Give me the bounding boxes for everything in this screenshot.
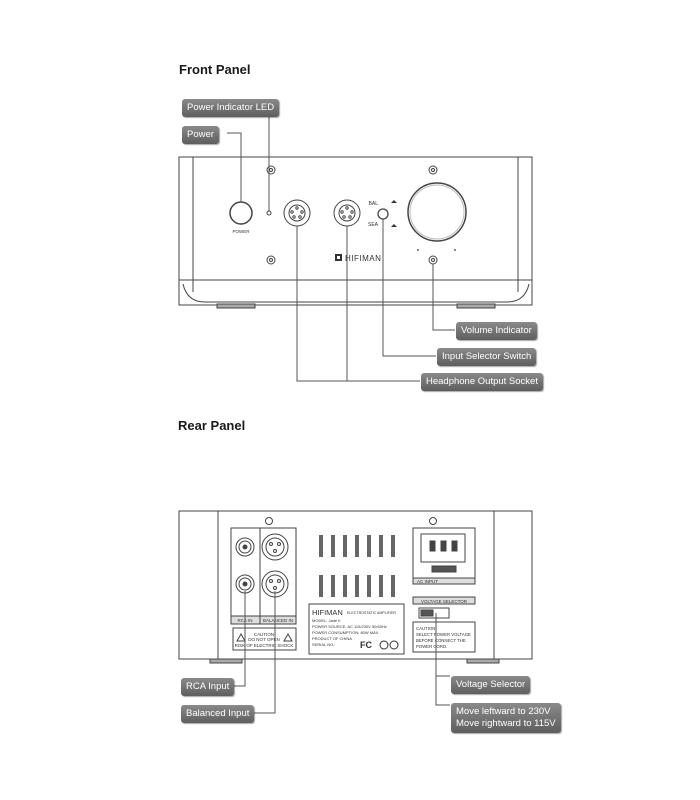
svg-text:FC: FC: [360, 640, 372, 650]
rating-label: [308, 603, 405, 655]
callout-voltage-selector: Voltage Selector: [451, 676, 531, 694]
caution2-line2: BEFORE CONNECT THE: [416, 638, 466, 643]
serial-label: SERIAL NO.:: [312, 642, 335, 647]
callout-input-selector-switch: Input Selector Switch: [437, 348, 537, 366]
origin-label: PRODUCT OF CHINA: [312, 636, 352, 641]
caution-box: [232, 627, 297, 651]
callout-headphone-output-socket: Headphone Output Socket: [421, 373, 543, 391]
voltage-instruction-230: Move leftward to 230V: [456, 706, 551, 717]
power-label: POWER: [232, 229, 250, 234]
bal-label: BAL: [369, 201, 379, 207]
caution-line1: DO NOT OPEN: [248, 637, 279, 642]
callout-power: Power: [182, 126, 219, 144]
callout-balanced-input: Balanced Input: [181, 705, 255, 723]
ac-input-label: AC INPUT: [417, 579, 438, 584]
front-device: [178, 156, 533, 309]
vent-slots: [319, 535, 395, 597]
rear-panel-heading: Rear Panel: [178, 418, 246, 433]
front-brand: HIFIMAN: [345, 254, 381, 263]
balanced-block: [259, 517, 297, 625]
caution-title: CAUTION: [254, 632, 274, 637]
model-label: MODEL: Jade II: [312, 618, 340, 623]
callout-volume-indicator: Volume Indicator: [456, 322, 537, 340]
input-selector-switch: [377, 208, 389, 220]
cert-marks: FC: [360, 640, 399, 650]
rear-brand: HIFIMAN: [312, 608, 343, 617]
caution2-line3: POWER CORD.: [416, 644, 447, 649]
voltage-instruction-115: Move rightward to 115V: [456, 718, 556, 729]
volume-knob: [407, 182, 467, 242]
callout-rca-input: RCA Input: [181, 678, 235, 696]
power-source-label: POWER SOURCE: AC 115/230V 50/60Hz: [312, 624, 387, 629]
callout-voltage-instructions: Move leftward to 230V Move rightward to …: [451, 703, 561, 733]
balanced-in-label: BALANCED IN: [263, 618, 293, 623]
voltage-selector-label: VOLTAGE SELECTOR: [421, 599, 468, 604]
sea-label: SEA: [368, 222, 379, 228]
front-panel-heading: Front Panel: [179, 62, 251, 77]
caution2-title: CAUTION:: [416, 626, 437, 631]
caution2-line1: SELECT POWER VOLTAGE: [416, 632, 471, 637]
product-type: ELECTROSTATIC AMPLIFIER: [347, 611, 396, 615]
voltage-selector-switch: [412, 596, 476, 653]
callout-power-indicator-led: Power Indicator LED: [182, 99, 280, 117]
power-consumption-label: POWER CONSUMPTION: 80W MAX: [312, 630, 379, 635]
front-brand-logo: [335, 254, 342, 261]
ac-input-socket: [412, 517, 476, 585]
caution-line2: RISK OF ELECTRIC SHOCK: [235, 643, 294, 648]
